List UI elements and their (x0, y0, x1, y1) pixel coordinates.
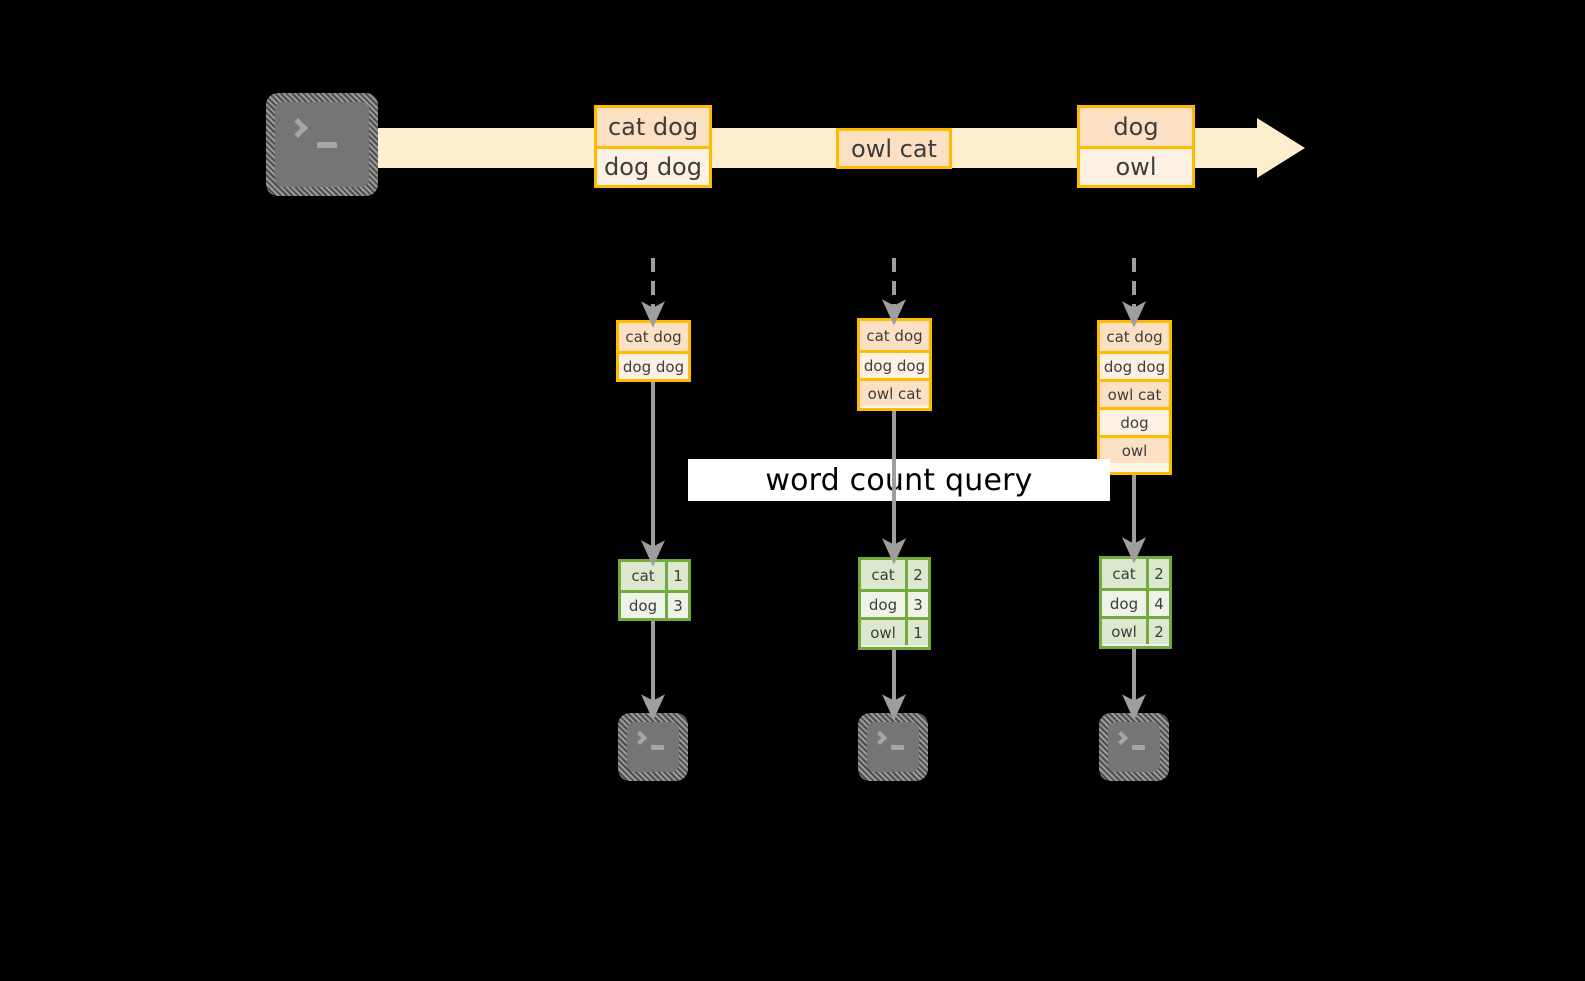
prompt-chevron-icon (633, 730, 648, 746)
snapshot-3-row: owl (1100, 435, 1169, 463)
prompt-chevron-icon (288, 117, 308, 138)
result-2-row: cat 2 (861, 560, 928, 589)
result-3-row: owl 2 (1102, 616, 1169, 644)
result-3-key: dog (1102, 591, 1146, 616)
result-3-row: cat 2 (1102, 559, 1169, 588)
result-2-value: 3 (905, 592, 928, 617)
prompt-cursor-icon (890, 745, 904, 750)
snapshot-1[interactable]: cat dog dog dog (616, 320, 691, 382)
result-1-key: cat (621, 562, 665, 590)
result-2-key: cat (861, 560, 905, 589)
result-3-key: cat (1102, 559, 1146, 588)
snapshot-3-row: dog (1100, 407, 1169, 435)
result-3-value: 2 (1146, 559, 1169, 588)
result-2-value: 1 (905, 620, 928, 645)
stream-event-3-row: dog (1080, 108, 1192, 146)
stream-event-1[interactable]: cat dog dog dog (594, 105, 712, 188)
terminal-screen (867, 722, 919, 772)
sink-terminal-3-icon[interactable] (1099, 713, 1169, 781)
result-1-value: 3 (665, 593, 688, 618)
query-banner: word count query (688, 459, 1110, 501)
stream-arrowhead (1257, 118, 1305, 178)
result-3[interactable]: cat 2 dog 4 owl 2 (1099, 556, 1172, 649)
snapshot-1-row: dog dog (619, 351, 688, 379)
stream-event-2-row: owl cat (839, 131, 949, 166)
source-terminal-icon[interactable] (266, 93, 378, 196)
result-2-key: owl (861, 620, 905, 645)
stream-event-1-row: dog dog (597, 146, 709, 185)
stream-event-3[interactable]: dog owl (1077, 105, 1195, 188)
snapshot-2-row: owl cat (860, 378, 929, 406)
terminal-screen (627, 722, 679, 772)
result-1-row: cat 1 (621, 562, 688, 590)
stream-event-1-row: cat dog (597, 108, 709, 146)
prompt-cursor-icon (1131, 745, 1145, 750)
stream-event-3-row: owl (1080, 146, 1192, 185)
snapshot-3[interactable]: cat dog dog dog owl cat dog owl (1097, 320, 1172, 475)
snapshot-2[interactable]: cat dog dog dog owl cat (857, 318, 932, 411)
result-2-value: 2 (905, 560, 928, 589)
snapshot-3-row: cat dog (1100, 323, 1169, 351)
result-1[interactable]: cat 1 dog 3 (618, 559, 691, 621)
prompt-chevron-icon (1114, 730, 1129, 746)
sink-terminal-1-icon[interactable] (618, 713, 688, 781)
result-3-row: dog 4 (1102, 588, 1169, 616)
result-2[interactable]: cat 2 dog 3 owl 1 (858, 557, 931, 650)
result-1-value: 1 (665, 562, 688, 590)
terminal-screen (1108, 722, 1160, 772)
prompt-cursor-icon (650, 745, 664, 750)
snapshot-3-row: owl cat (1100, 379, 1169, 407)
prompt-chevron-icon (873, 730, 888, 746)
prompt-cursor-icon (317, 141, 338, 148)
snapshot-2-row: dog dog (860, 350, 929, 378)
result-1-key: dog (621, 593, 665, 618)
result-3-value: 2 (1146, 619, 1169, 644)
snapshot-2-row: cat dog (860, 321, 929, 350)
query-banner-label: word count query (765, 462, 1033, 498)
terminal-screen (275, 102, 369, 187)
result-3-value: 4 (1146, 591, 1169, 616)
snapshot-3-row: dog dog (1100, 351, 1169, 379)
result-2-key: dog (861, 592, 905, 617)
result-2-row: owl 1 (861, 617, 928, 645)
sink-terminal-2-icon[interactable] (858, 713, 928, 781)
result-3-key: owl (1102, 619, 1146, 644)
result-1-row: dog 3 (621, 590, 688, 618)
snapshot-1-row: cat dog (619, 323, 688, 351)
result-2-row: dog 3 (861, 589, 928, 617)
stream-event-2[interactable]: owl cat (836, 128, 952, 169)
